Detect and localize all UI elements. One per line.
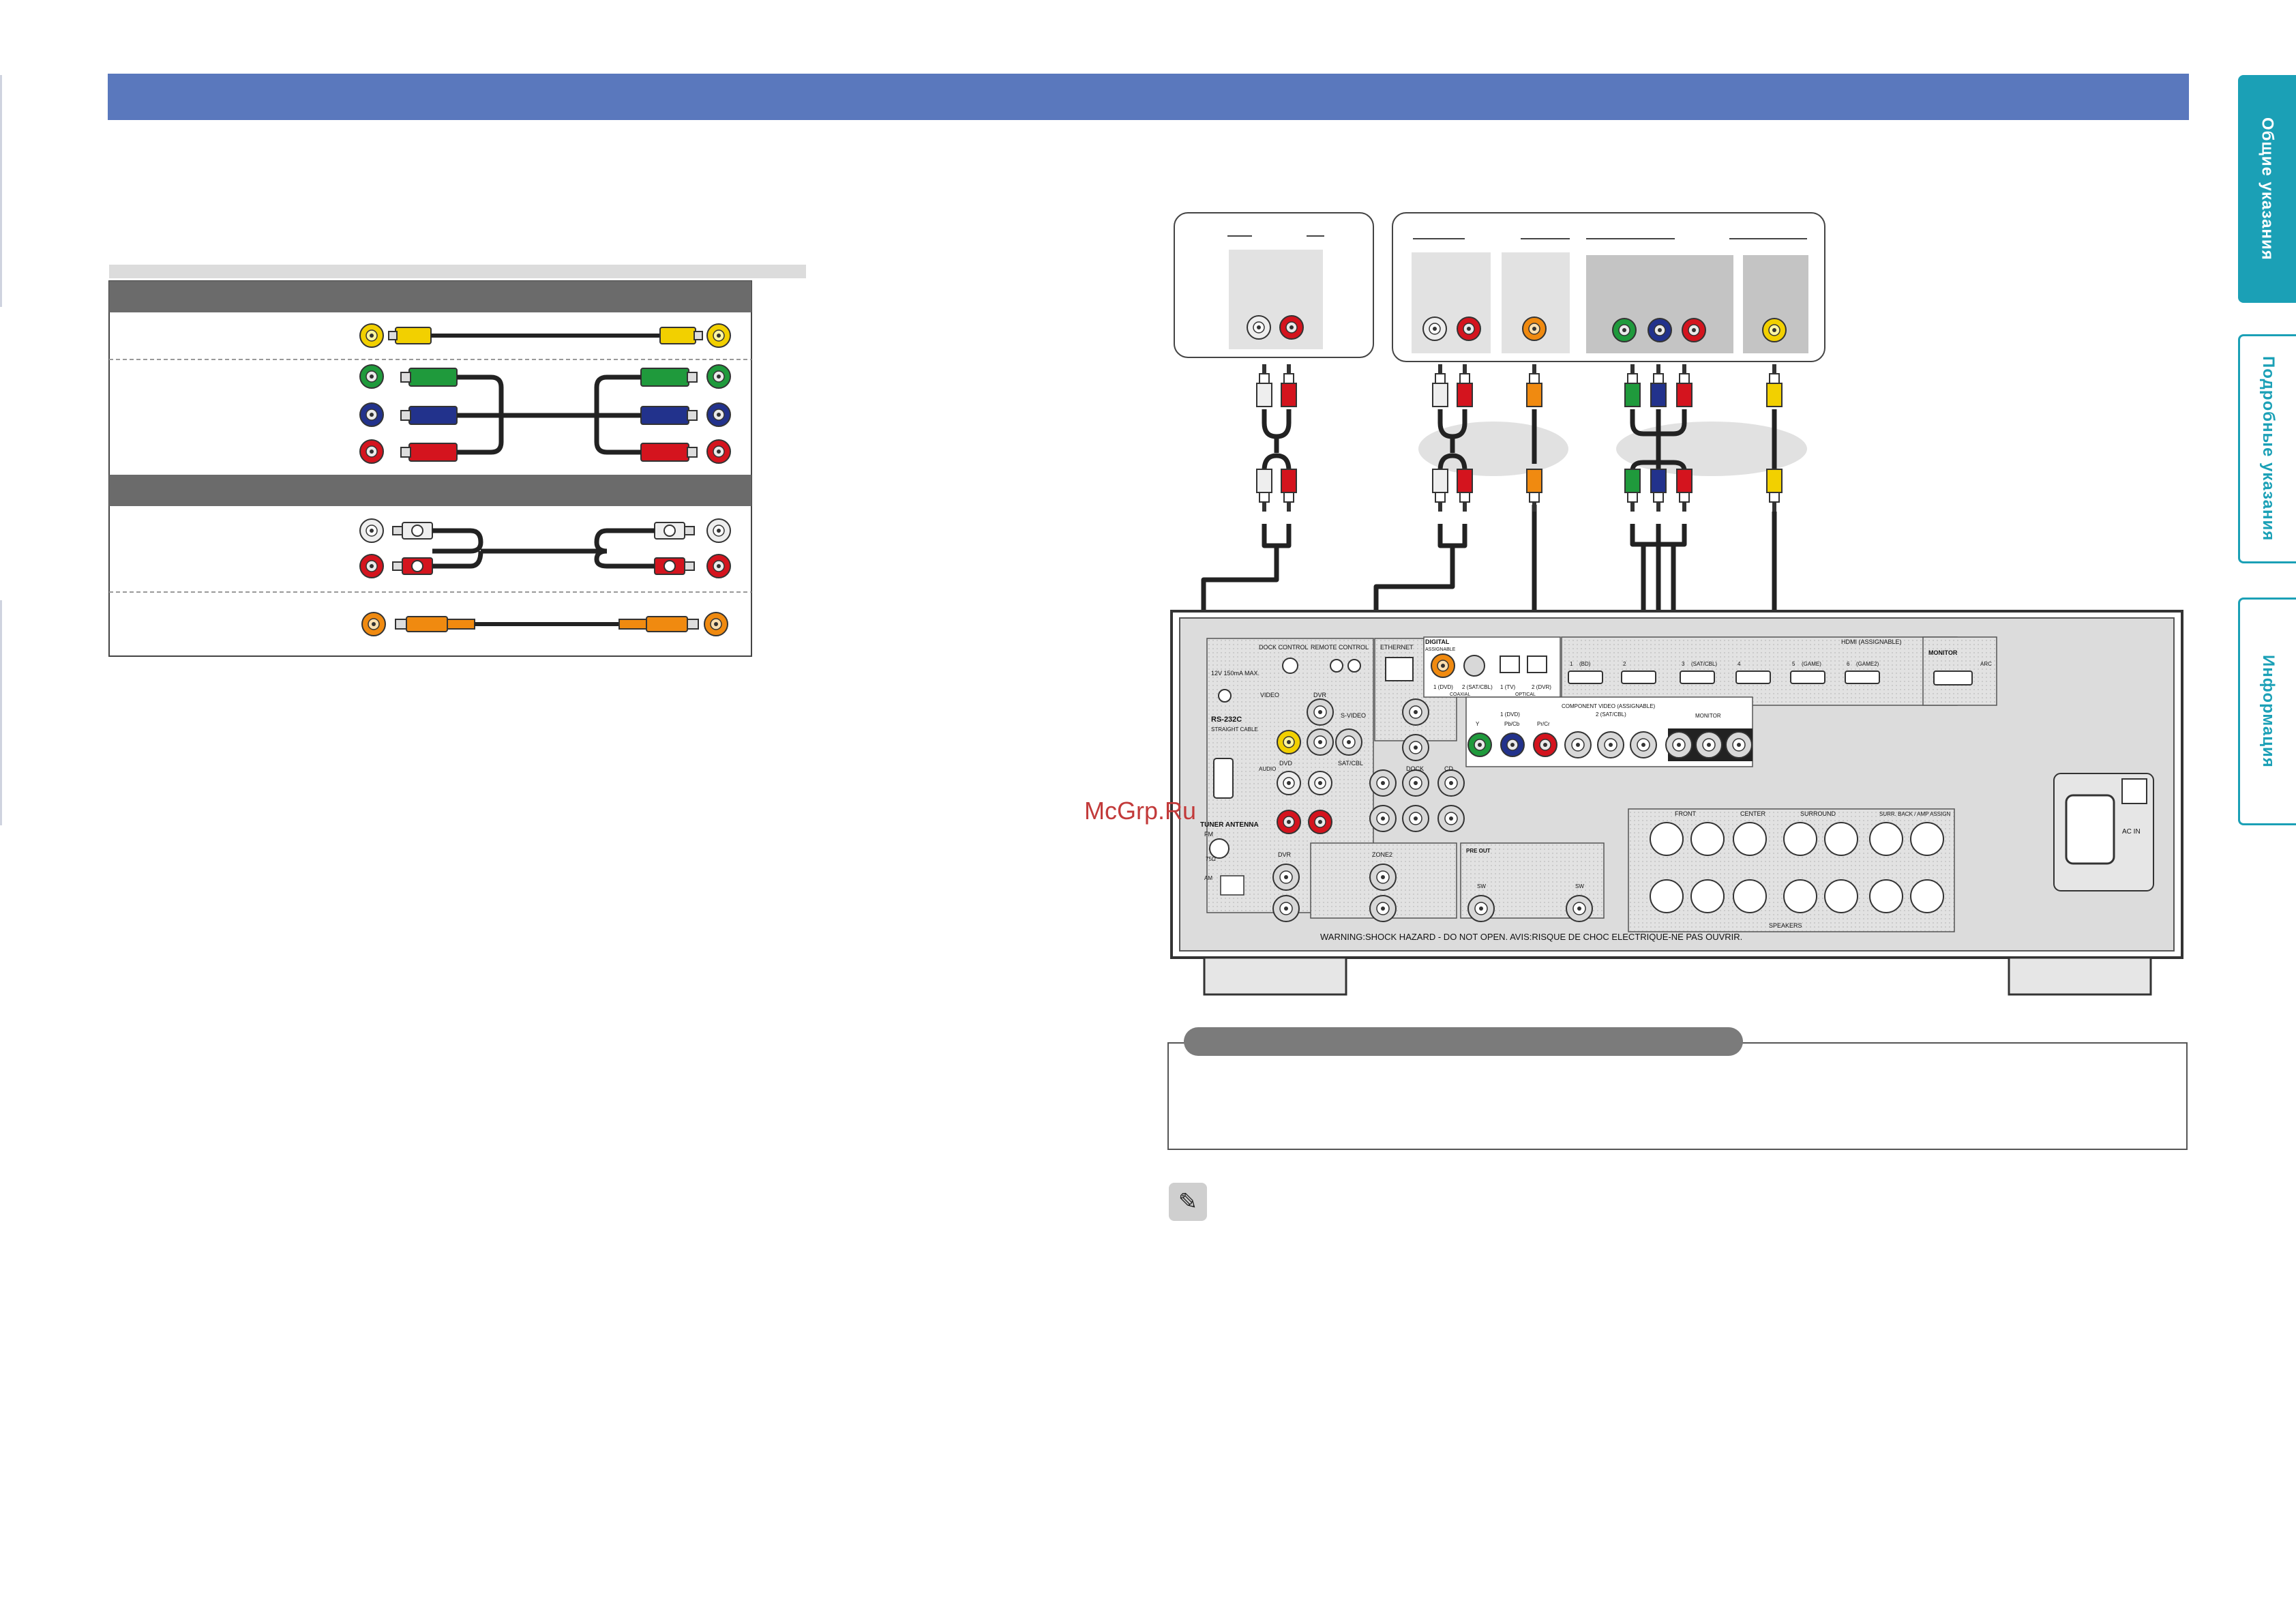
video-dvr-label: DVR (1313, 692, 1327, 698)
digital-assignable-label: ASSIGNABLE (1425, 647, 1456, 652)
audio-cable-icon (359, 518, 731, 578)
component-pr-label: Pr/Cr (1537, 721, 1550, 727)
pencil-icon: ✎ (1169, 1183, 1207, 1221)
hdmi-bd-label: (BD) (1579, 661, 1591, 667)
fm-label: FM (1204, 831, 1213, 838)
hdmi-5-label: 5 (1792, 661, 1795, 667)
digital-label: DIGITAL (1425, 638, 1450, 645)
surround-back-label: SURR. BACK / AMP ASSIGN (1879, 811, 1951, 817)
straight-cable-label: STRAIGHT CABLE (1211, 726, 1258, 733)
surround-label: SURROUND (1800, 810, 1836, 817)
hdmi-assignable-label: HDMI (ASSIGNABLE) (1841, 638, 1902, 645)
digital-3-label: 1 (TV) (1500, 684, 1516, 690)
subheader-bar (109, 265, 806, 278)
source-device-right (1392, 212, 1825, 362)
audio-sat-label: SAT/CBL (1338, 760, 1363, 767)
component-y-label: Y (1476, 721, 1480, 727)
s-video-label: S-VIDEO (1341, 712, 1366, 719)
ethernet-label: ETHERNET (1380, 644, 1414, 651)
optical-label: OPTICAL (1515, 692, 1536, 697)
component-video-label: COMPONENT VIDEO (ASSIGNABLE) (1562, 703, 1656, 709)
sw2-label: SW (1575, 883, 1584, 889)
audio-cable-header (109, 475, 751, 506)
page-edge-marker (0, 600, 2, 825)
front-label: FRONT (1675, 810, 1696, 817)
receiver-rear-panel: 12V 150mA MAX. DOCK CONTROL REMOTE CONTR… (1170, 610, 2183, 996)
coaxial-label: COAXIAL (1450, 692, 1470, 697)
watermark: McGrp.Ru (1084, 797, 1197, 825)
hdmi-1-label: 1 (1570, 661, 1573, 667)
note-box (1167, 1042, 2188, 1150)
ac-inlet-icon (2065, 794, 2115, 865)
digital-4-label: 2 (DVR) (1532, 684, 1551, 690)
component-video-cable-icon (359, 364, 731, 464)
tab-general-instructions[interactable]: Общие указания (2238, 75, 2296, 303)
cd-label: CD (1444, 765, 1453, 772)
remote-control-label: REMOTE CONTROL (1311, 644, 1369, 651)
video-cable-header (109, 281, 751, 312)
tab-detailed-instructions[interactable]: Подробные указания (2238, 334, 2296, 563)
audio-dvr-label: DVR (1278, 851, 1292, 858)
hdmi-monitor-label: MONITOR (1928, 649, 1958, 656)
speakers-label: SPEAKERS (1769, 922, 1802, 929)
tab-label: Общие указания (2258, 117, 2277, 261)
rs232c-port-icon (1213, 758, 1234, 799)
audio-dvd-label: DVD (1279, 760, 1293, 767)
audio-section-label: AUDIO (1259, 766, 1276, 772)
hdmi-2-label: 2 (1623, 661, 1626, 667)
dock-control-label: DOCK CONTROL (1259, 644, 1309, 651)
arc-label: ARC (1980, 661, 1992, 667)
hdmi-game-label: (GAME) (1802, 661, 1821, 667)
component-1-label: 1 (DVD) (1500, 711, 1520, 718)
digital-2-label: 2 (SAT/CBL) (1462, 684, 1493, 690)
sw1-label: SW (1477, 883, 1486, 889)
tab-label: Подробные указания (2259, 356, 2278, 542)
tab-information[interactable]: Информация (2238, 598, 2296, 825)
hdmi-6-label: 6 (1847, 661, 1850, 667)
power-spec-label: 12V 150mA MAX. (1211, 670, 1259, 677)
ethernet-port-icon (1385, 657, 1414, 681)
component-2-label: 2 (SAT/CBL) (1596, 711, 1626, 718)
pre-out-label: PRE OUT (1466, 848, 1491, 854)
cable-table (108, 280, 752, 657)
source-device-left (1174, 212, 1374, 358)
hdmi-3-label: 3 (1682, 661, 1685, 667)
video-cable-icon (359, 323, 731, 348)
am-label: AM (1204, 875, 1212, 881)
dock-label: DOCK (1406, 765, 1424, 772)
ac-in-label: AC IN (2122, 828, 2141, 836)
hdmi-4-label: 4 (1738, 661, 1741, 667)
page-edge-marker (0, 75, 2, 307)
video-section-label: VIDEO (1260, 692, 1279, 698)
ohm-label: 75Ω (1206, 856, 1216, 862)
zone2-label: ZONE2 (1372, 851, 1392, 858)
center-label: CENTER (1740, 810, 1766, 817)
digital-1-label: 1 (DVD) (1433, 684, 1453, 690)
tuner-antenna-label: TUNER ANTENNA (1200, 821, 1259, 829)
header-bar (108, 74, 2189, 120)
hdmi-sat-label: (SAT/CBL) (1691, 661, 1717, 667)
component-pb-label: Pb/Cb (1504, 721, 1520, 727)
hdmi-game2-label: (GAME2) (1856, 661, 1879, 667)
rs232c-label: RS-232C (1211, 716, 1242, 724)
warning-label: WARNING:SHOCK HAZARD - DO NOT OPEN. AVIS… (1320, 932, 1742, 942)
component-monitor-label: MONITOR (1695, 713, 1721, 719)
digital-audio-cable-icon (361, 612, 728, 636)
tab-label: Информация (2259, 655, 2278, 768)
note-box-tab (1184, 1027, 1743, 1056)
